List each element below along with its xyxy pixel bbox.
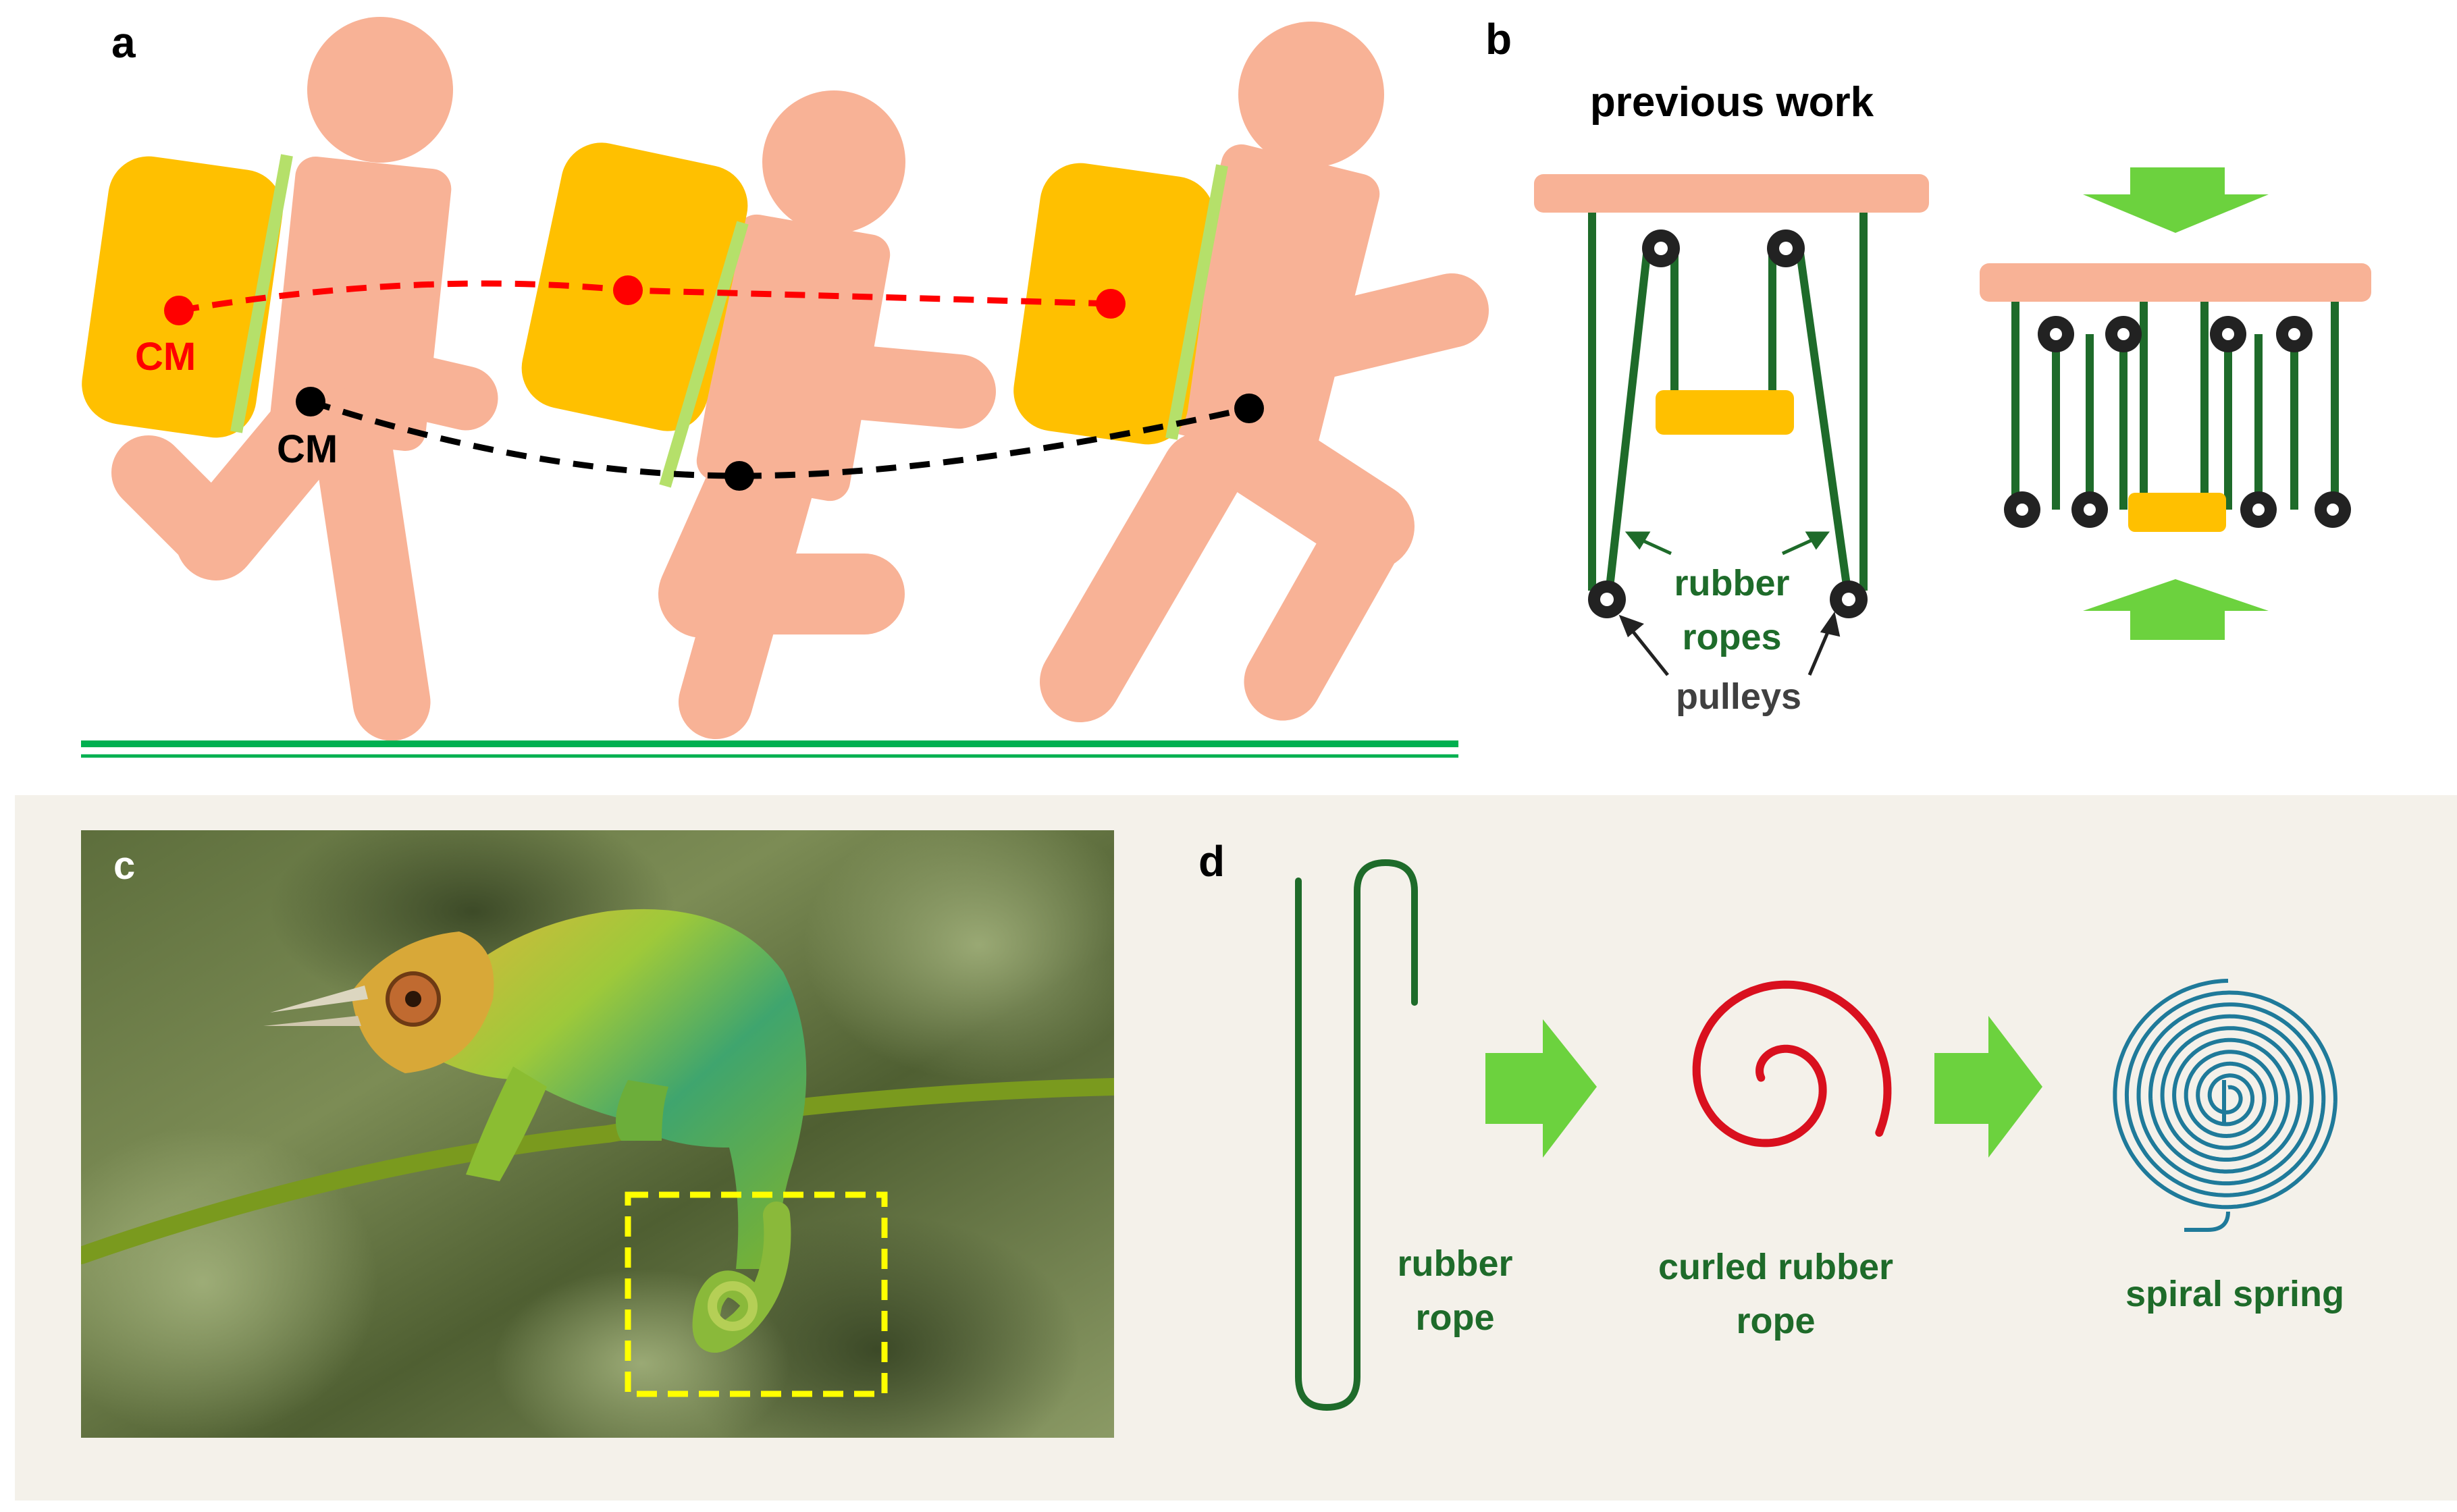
body-cm-trajectory bbox=[309, 398, 1250, 479]
runner-1-head bbox=[307, 17, 453, 163]
load-block-left bbox=[1656, 390, 1794, 435]
backpack-cm-point-2 bbox=[613, 275, 643, 305]
pulleys-arrows bbox=[1618, 611, 1841, 676]
chameleon-body bbox=[405, 909, 807, 1269]
runner-2-leg bbox=[679, 449, 814, 739]
runner-2-head bbox=[762, 90, 905, 234]
runner-1-strap bbox=[230, 154, 293, 433]
runner-2 bbox=[521, 90, 996, 739]
rope-system-left bbox=[1588, 213, 1868, 600]
runner-3-shin bbox=[1244, 487, 1410, 721]
curled-rope-label-1: curled rubber bbox=[1658, 1247, 1893, 1287]
runner-2-strap bbox=[659, 221, 749, 488]
panel-a-label: a bbox=[111, 18, 136, 67]
rope-left-diag bbox=[1604, 248, 1652, 600]
body-cm-point-1 bbox=[296, 387, 325, 416]
panel-d-label: d bbox=[1198, 837, 1225, 886]
runner-3-arm bbox=[1246, 273, 1489, 388]
curled-rope-label-2: rope bbox=[1736, 1301, 1815, 1341]
runner-1-arm bbox=[346, 346, 498, 431]
chameleon-tail-curl bbox=[708, 1281, 758, 1331]
transform-arrow-1 bbox=[1485, 1019, 1597, 1158]
runner-1-front-leg bbox=[312, 393, 431, 741]
rubber-ropes-label-2: ropes bbox=[1682, 617, 1781, 657]
rubber-rope-label-1: rubber bbox=[1397, 1243, 1512, 1284]
chameleon-horn-2 bbox=[263, 1016, 361, 1026]
body-cm-point-2 bbox=[724, 461, 754, 491]
previous-work-title: previous work bbox=[1590, 79, 1874, 126]
chameleon-front-leg bbox=[466, 1066, 547, 1181]
backpack-cm-label: CM bbox=[135, 335, 196, 379]
runner-3 bbox=[1013, 22, 1489, 722]
runner-3-head bbox=[1238, 22, 1384, 167]
chameleon-mid-leg bbox=[616, 1080, 668, 1141]
body-cm-point-3 bbox=[1234, 394, 1264, 423]
compress-arrow-up bbox=[2083, 579, 2269, 640]
top-plate-right bbox=[1980, 263, 2371, 302]
rubber-ropes-arrows bbox=[1624, 531, 1830, 556]
rubber-ropes-label-1: rubber bbox=[1674, 563, 1789, 603]
panel-b-label: b bbox=[1485, 15, 1512, 63]
chameleon-photo bbox=[81, 830, 1114, 1438]
runner-1 bbox=[82, 17, 498, 741]
panel-c-label: c bbox=[113, 844, 135, 888]
backpack-cm-point-1 bbox=[164, 296, 194, 325]
rope-system-right bbox=[2011, 302, 2339, 510]
pulleys-label: pulleys bbox=[1676, 676, 1801, 717]
top-plate-left bbox=[1534, 174, 1929, 213]
straight-rubber-rope bbox=[1295, 859, 1418, 1411]
load-block-right bbox=[2128, 493, 2226, 532]
panel-a: a bbox=[81, 17, 1489, 758]
branch bbox=[81, 1078, 1114, 1264]
runner-1-back-shin bbox=[111, 435, 253, 577]
rubber-rope-label-2: rope bbox=[1415, 1297, 1494, 1338]
backpack-cm-point-3 bbox=[1096, 289, 1126, 319]
body-cm-label: CM bbox=[277, 427, 338, 471]
chameleon-horn-1 bbox=[270, 986, 368, 1013]
panel-d: d rubber rope curled rubber rope spiral … bbox=[1198, 837, 2344, 1411]
rope-right-diag bbox=[1795, 248, 1853, 600]
runner-3-strap bbox=[1165, 164, 1228, 440]
spiral-spring-label: spiral spring bbox=[2125, 1274, 2344, 1314]
runner-2-arm bbox=[773, 341, 996, 429]
panel-c: c bbox=[81, 830, 1114, 1438]
compress-arrow-down bbox=[2083, 167, 2269, 233]
spiral-spring bbox=[2113, 979, 2337, 1210]
transform-arrow-2 bbox=[1934, 1016, 2042, 1158]
runner-3-back-leg bbox=[1040, 432, 1242, 722]
pulleys-left bbox=[1588, 230, 1868, 618]
spiral-spring-tail bbox=[2184, 1211, 2230, 1232]
tail-highlight-box bbox=[625, 1191, 888, 1397]
panel-b: b previous work bbox=[1485, 15, 2371, 717]
pulleys-right bbox=[2004, 316, 2351, 528]
curled-rubber-rope bbox=[1692, 980, 1892, 1148]
